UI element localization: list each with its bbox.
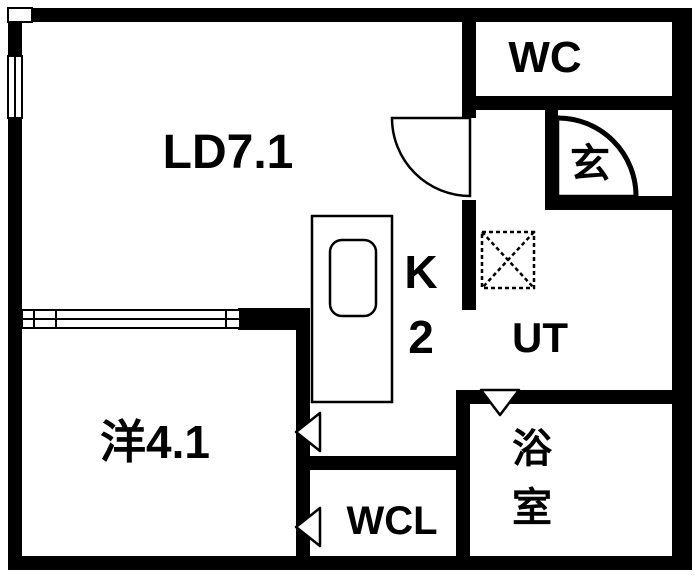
wall-outer-left-lower [8,118,22,570]
room-label-western: 洋4.1 [100,416,210,468]
washing-machine-space [480,230,536,290]
room-label-utility: UT [512,314,568,361]
door-triangle-western-lower [294,506,322,548]
room-label-toilet: WC [508,33,581,82]
room-label-entrance: 玄 [570,142,610,186]
wall-outer-bottom [8,556,692,570]
windows [7,7,241,329]
door-markers [294,388,521,548]
wall-break-top-left [7,7,33,23]
doors [390,115,639,198]
room-label-kitchen-line2: 2 [408,311,434,363]
door-swing-ld [390,116,472,198]
wall-entrance-bottom [545,196,672,210]
room-label-bath-line1: 浴 [512,427,553,471]
room-labels: LD7.1 WC 玄 K 2 UT 洋4.1 WCL 浴 室 [100,33,610,543]
wall-outer-top [8,8,692,22]
room-label-kitchen-line1: K [404,246,437,298]
kitchen-counter [310,214,394,404]
wall-entrance-left [545,110,558,200]
wall-ld-right-lower [462,200,476,310]
wall-ld-western-divider [238,308,310,330]
room-label-living-dining: LD7.1 [163,126,294,179]
door-triangle-western-upper [294,411,322,453]
washing-machine-cross-2 [481,231,535,289]
room-label-bath-line2: 室 [512,486,552,530]
room-label-wcl: WCL [346,499,437,543]
wall-bath-left [456,390,470,556]
door-leaf-entrance [557,115,639,197]
wall-wc-bottom [476,96,672,110]
wall-wcl-top [308,456,470,470]
wall-outer-right [672,8,692,570]
door-triangle-bath [479,388,521,417]
wall-ld-right-upper [462,22,476,118]
kitchen-sink [328,238,378,318]
kitchen-fixtures [310,214,394,404]
